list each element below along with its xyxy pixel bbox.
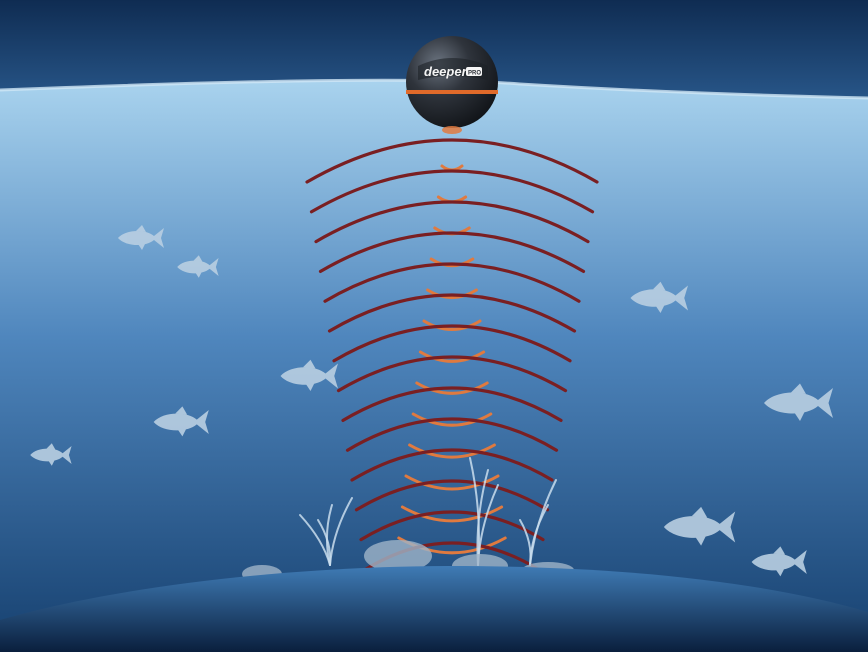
sonar-wave-outer	[332, 324, 572, 363]
fish-dorsal-fin	[46, 443, 56, 450]
sonar-wave-outer	[318, 231, 586, 273]
device-brand-label: deeper	[424, 64, 468, 79]
fish	[764, 383, 833, 421]
fish-pelvic-fin	[48, 460, 55, 466]
fish-body	[30, 446, 72, 464]
fish-body	[153, 410, 209, 434]
fish	[177, 255, 219, 278]
fish	[663, 506, 736, 546]
fish	[30, 443, 72, 466]
fish-pelvic-fin	[177, 429, 186, 437]
fish-pelvic-fin	[694, 536, 706, 546]
fish-dorsal-fin	[691, 506, 708, 518]
seabed	[0, 566, 868, 652]
device-orange-band	[406, 90, 498, 94]
fish-dorsal-fin	[303, 359, 316, 369]
fish-group	[30, 225, 833, 577]
fish-pelvic-fin	[655, 305, 665, 313]
device-badge-label: PRO	[468, 71, 481, 77]
sonar-wave-inner	[415, 381, 489, 395]
fish-dorsal-fin	[175, 406, 188, 415]
sonar-wave-outer	[354, 479, 550, 512]
fish-dorsal-fin	[791, 383, 806, 394]
fish-dorsal-fin	[193, 255, 203, 262]
sonar-wave-inner	[418, 350, 486, 363]
sonar-wave-outer	[345, 417, 559, 452]
water-body	[0, 80, 868, 652]
fish-body	[118, 228, 164, 248]
fish-body	[764, 388, 833, 418]
sonar-waves	[305, 138, 599, 587]
water-surface-line	[0, 78, 868, 100]
fish	[630, 281, 688, 313]
device-body	[406, 36, 498, 128]
fish-pelvic-fin	[794, 412, 805, 421]
device-transducer	[442, 126, 462, 134]
fish	[153, 406, 209, 437]
sonar-wave-outer	[359, 510, 545, 542]
deeper-sonar-device: deeper PRO	[406, 36, 498, 134]
seaweed-stem	[519, 519, 532, 566]
sonar-wave-inner	[404, 474, 500, 491]
sonar-wave-outer	[341, 386, 563, 422]
sonar-wave-outer	[327, 293, 577, 333]
sonar-wave-inner	[429, 257, 475, 268]
seaweed-stem	[326, 504, 333, 566]
sonar-wave-outer	[323, 262, 581, 303]
fish-dorsal-fin	[653, 281, 666, 291]
sonar-wave-outer	[336, 355, 568, 393]
sonar-wave-outer	[309, 169, 595, 214]
device-badge	[466, 67, 482, 76]
seaweed-stem	[317, 519, 332, 566]
sonar-wave-outer	[314, 200, 590, 244]
fish-body	[177, 258, 219, 276]
fish-body	[751, 550, 807, 574]
fish-pelvic-fin	[138, 244, 145, 250]
sonar-wave-outer	[350, 448, 554, 482]
fish-dorsal-fin	[136, 225, 146, 232]
sonar-wave-inner	[408, 443, 496, 459]
sonar-wave-inner	[422, 319, 482, 331]
sonar-wave-inner	[426, 288, 478, 300]
fish-body	[630, 285, 688, 311]
fish	[118, 225, 164, 250]
fish-body	[280, 363, 338, 389]
fish-pelvic-fin	[775, 569, 784, 577]
sonar-wave-outer	[305, 138, 599, 184]
fish	[751, 546, 807, 577]
fish-body	[663, 511, 736, 543]
fish-dorsal-fin	[773, 546, 786, 555]
fish	[280, 359, 338, 391]
fish-pelvic-fin	[305, 383, 315, 391]
sonar-wave-inner	[400, 505, 504, 523]
sonar-wave-inner	[411, 412, 493, 427]
fish-pelvic-fin	[195, 272, 202, 278]
seabed-rock	[364, 540, 432, 572]
